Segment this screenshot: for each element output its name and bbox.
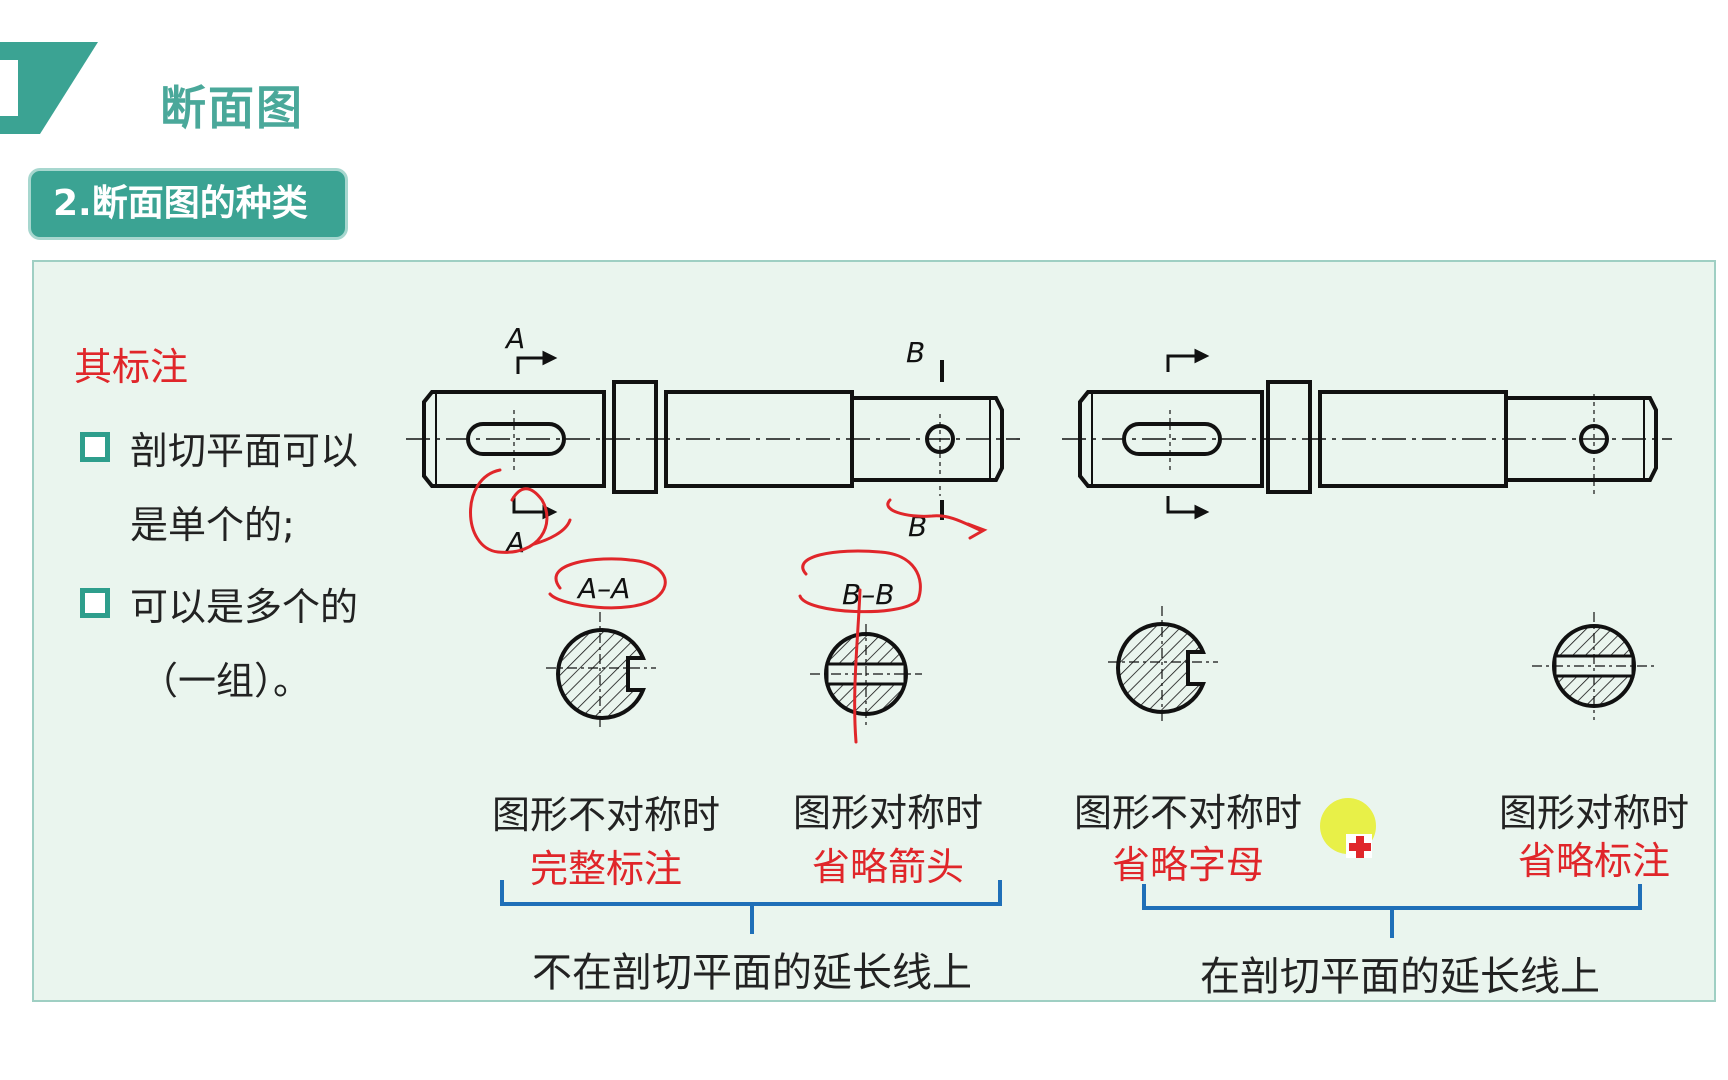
header-decoration (0, 42, 140, 134)
bullet-2-line-1: 可以是多个的 (130, 585, 359, 629)
caption-3-red: 省略字母 (1111, 843, 1265, 887)
cut-marker-right-bottom (1166, 496, 1210, 520)
page-title: 断面图 (160, 81, 304, 135)
caption-4-red: 省略标注 (1517, 839, 1671, 883)
brace-right (1142, 884, 1642, 938)
brace-left (500, 880, 1002, 934)
section-label-bb: B–B (842, 578, 894, 611)
section-right-asymmetric (1108, 606, 1218, 722)
shaft-left (422, 380, 1004, 494)
note-heading: 其标注 (74, 345, 189, 389)
content-panel (32, 260, 1716, 1002)
bullet-1-line-1: 剖切平面可以 (130, 429, 359, 473)
section-bb (810, 624, 922, 726)
label-b-top: B (906, 336, 925, 369)
caption-2-black: 图形对称时 (792, 791, 984, 835)
bullet-square-icon (80, 432, 110, 462)
shaft-right (1078, 380, 1658, 494)
caption-1-black: 图形不对称时 (491, 793, 721, 837)
caption-2-red: 省略箭头 (811, 845, 965, 889)
bullet-square-icon (80, 588, 110, 618)
group-label-right: 在剖切平面的延长线上 (1200, 954, 1600, 1000)
label-b-bottom: B (908, 510, 927, 543)
bullet-2-line-2: （一组）。 (140, 659, 312, 703)
caption-4-black: 图形对称时 (1498, 791, 1690, 835)
cursor-highlight (1320, 798, 1376, 858)
label-a-top: A (504, 322, 525, 355)
cut-marker-right-top (1166, 348, 1210, 372)
section-aa (546, 612, 656, 728)
section-right-symmetric (1532, 612, 1654, 720)
cut-marker-a-top (516, 350, 558, 374)
group-label-left: 不在剖切平面的延长线上 (532, 950, 972, 996)
section-label: 2.断面图的种类 (28, 168, 348, 240)
section-label-aa: A–A (576, 572, 630, 605)
red-annotations (469, 468, 988, 744)
caption-1-red: 完整标注 (529, 847, 683, 891)
label-a-bottom: A (504, 526, 525, 559)
bullet-1-line-2: 是单个的; (130, 503, 295, 547)
caption-3-black: 图形不对称时 (1073, 791, 1303, 835)
